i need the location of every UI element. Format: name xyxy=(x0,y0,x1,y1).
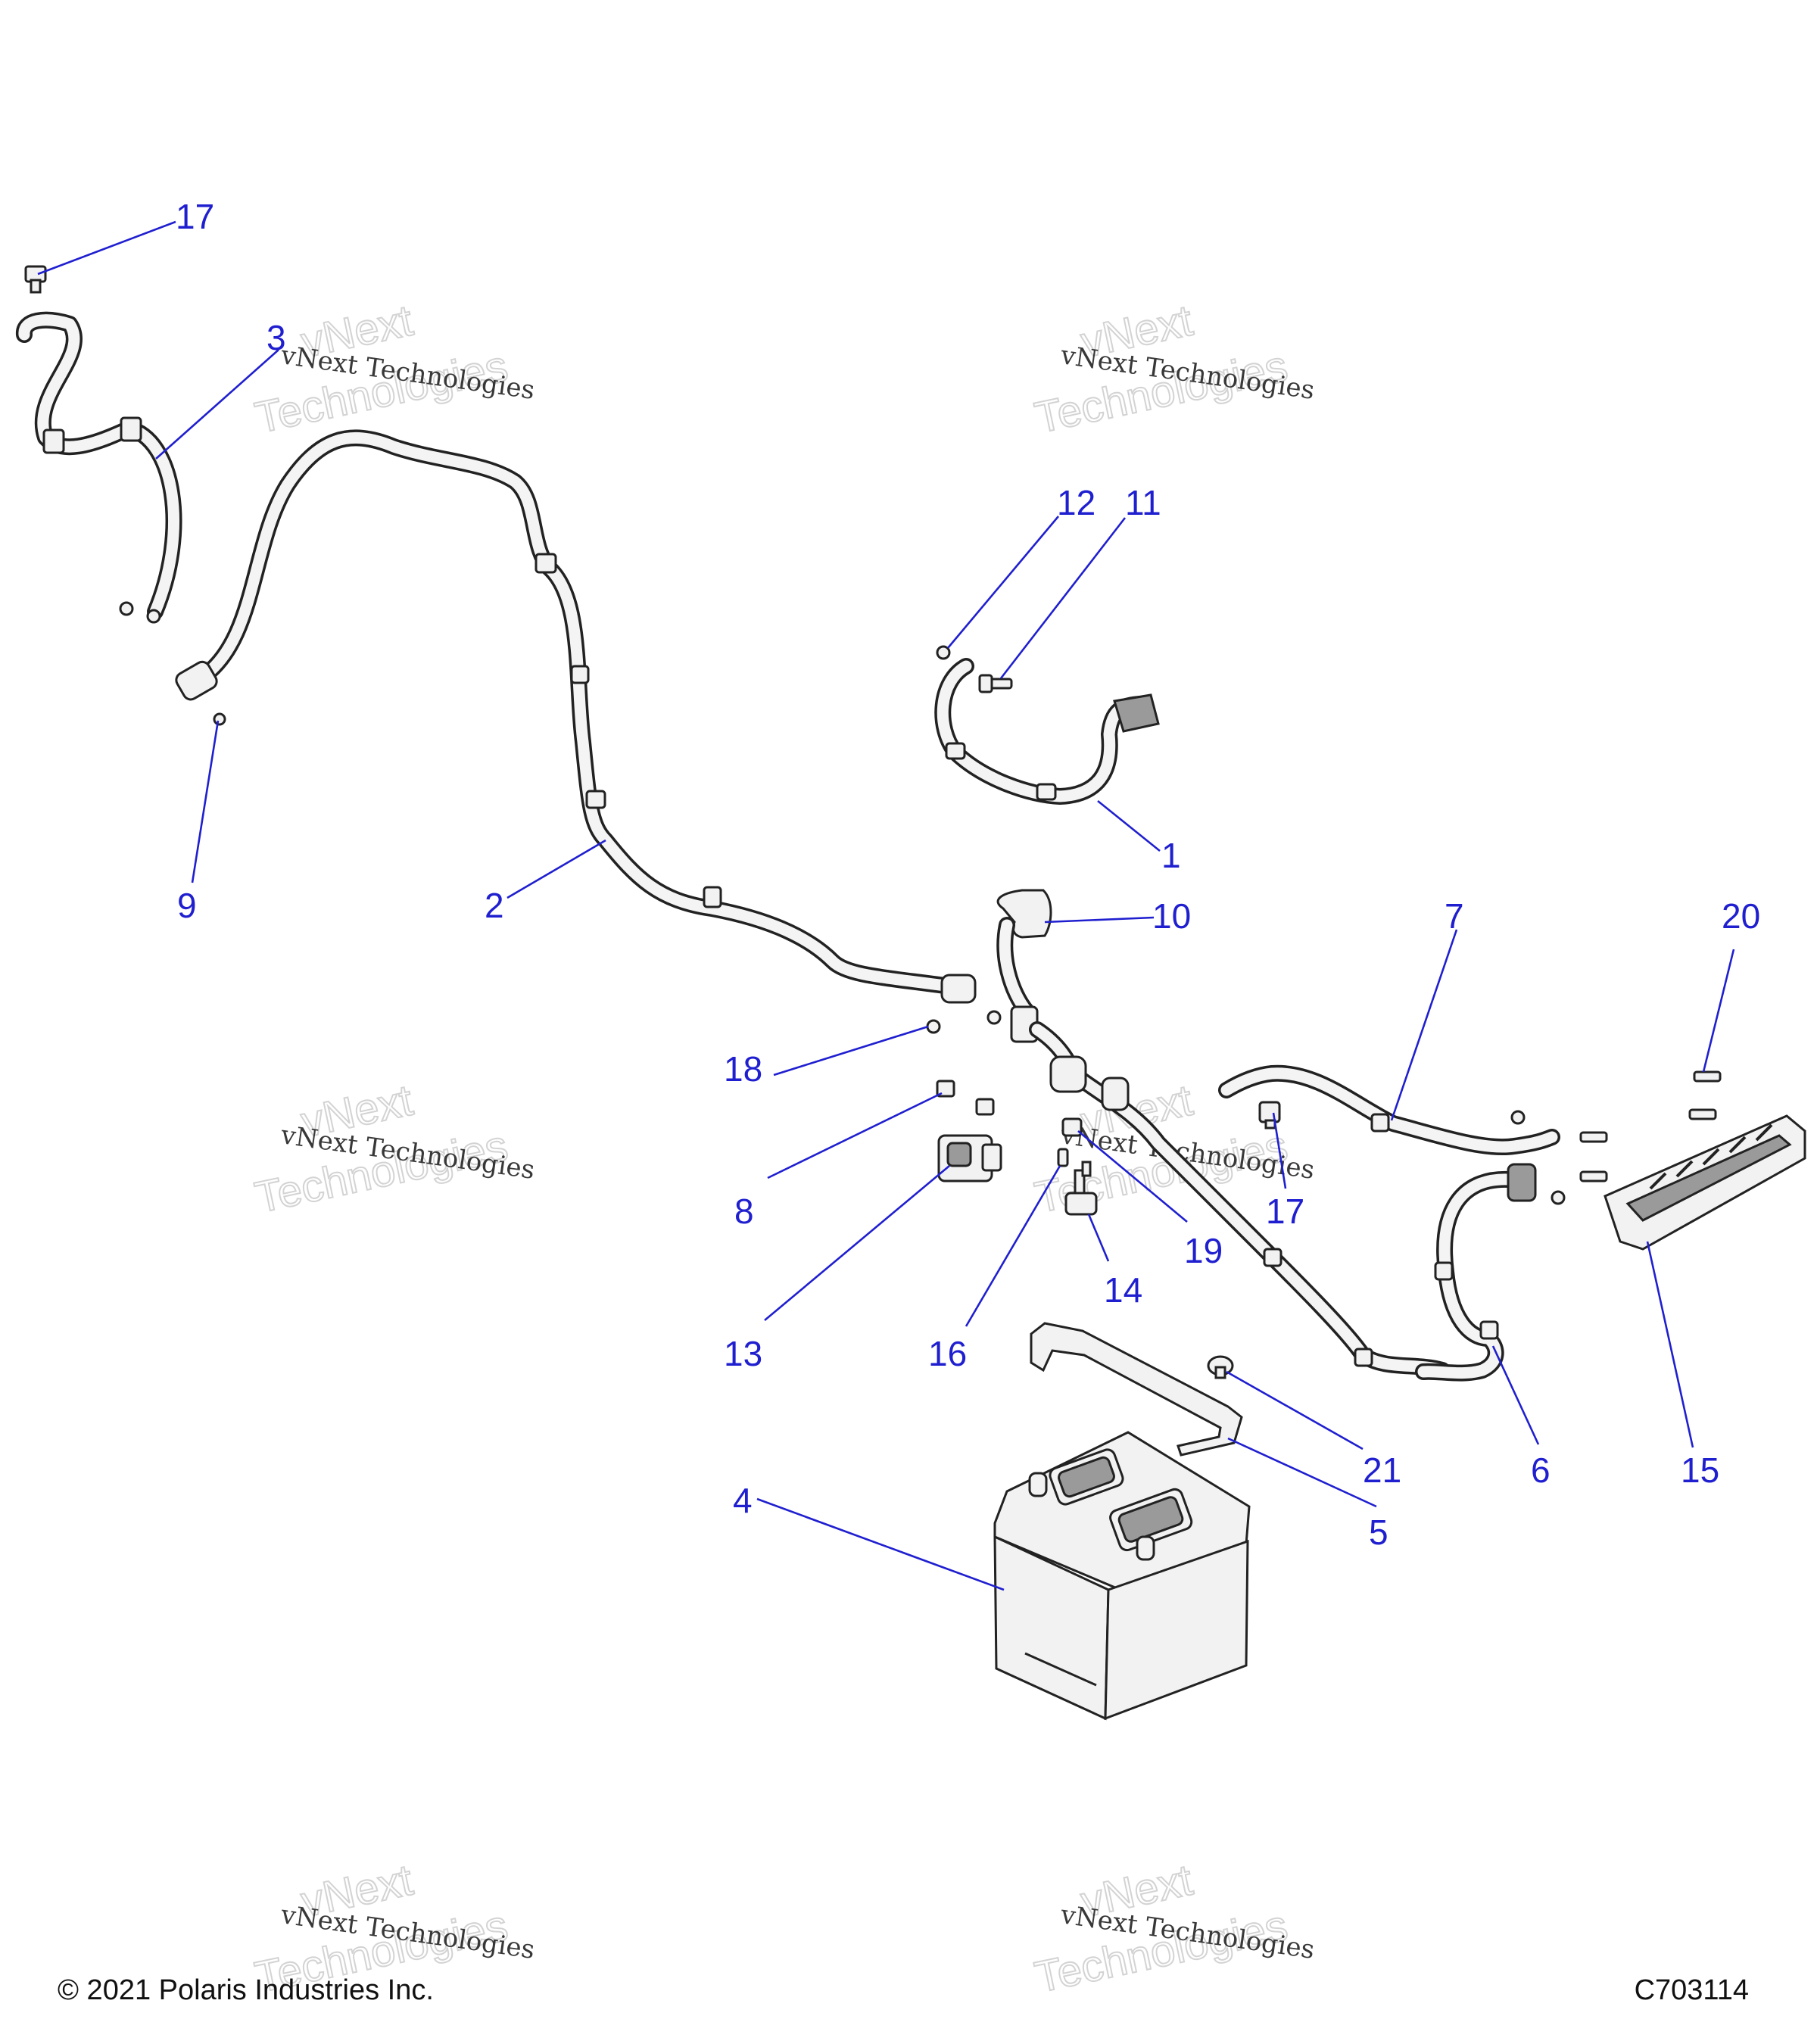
callout-2: 2 xyxy=(485,886,504,925)
callout-7: 7 xyxy=(1445,896,1464,936)
callout-4: 4 xyxy=(733,1481,753,1520)
bolt-17-top xyxy=(24,265,47,294)
leader-9 xyxy=(191,720,220,883)
callout-11: 11 xyxy=(1125,483,1161,522)
part-3-cable xyxy=(16,311,182,624)
bolt-20 xyxy=(1579,1070,1722,1182)
part-1-cable xyxy=(934,658,1160,805)
callout-17-right: 17 xyxy=(1266,1192,1304,1231)
callout-12: 12 xyxy=(1057,483,1095,522)
callout-15: 15 xyxy=(1681,1450,1719,1490)
part-14-bracket xyxy=(1064,1161,1098,1216)
leader-17-top xyxy=(37,220,176,276)
callout-8: 8 xyxy=(734,1192,754,1231)
leader-14 xyxy=(1087,1214,1110,1262)
callout-1: 1 xyxy=(1161,836,1181,875)
callout-3: 3 xyxy=(266,318,286,357)
nut-19 xyxy=(1061,1117,1083,1137)
drawing-number: C703114 xyxy=(1634,1974,1749,2006)
leader-21 xyxy=(1226,1370,1364,1450)
callout-21: 21 xyxy=(1363,1450,1401,1490)
nut-12 xyxy=(936,645,951,660)
callout-19: 19 xyxy=(1184,1231,1223,1270)
part-6-cable xyxy=(1415,1163,1537,1382)
callout-20: 20 xyxy=(1722,896,1760,936)
leader-6 xyxy=(1491,1345,1540,1445)
leader-15 xyxy=(1646,1241,1694,1448)
callout-18: 18 xyxy=(724,1049,762,1089)
part-13-relay xyxy=(937,1134,1002,1182)
leader-7 xyxy=(1390,929,1458,1121)
callout-17-top: 17 xyxy=(176,197,214,236)
callout-6: 6 xyxy=(1531,1450,1551,1490)
nut xyxy=(986,1010,1002,1025)
leader-16 xyxy=(965,1165,1061,1327)
part-10-boot xyxy=(996,889,1052,1043)
callout-14: 14 xyxy=(1104,1270,1142,1310)
leader-17-right xyxy=(1272,1112,1287,1189)
callout-16: 16 xyxy=(928,1334,967,1373)
nut xyxy=(1510,1110,1526,1125)
part-2-cable xyxy=(175,429,977,1004)
part-connector-cable xyxy=(1029,1021,1451,1379)
leader-13 xyxy=(764,1165,950,1321)
callout-9: 9 xyxy=(177,886,197,925)
part-5-bracket xyxy=(1030,1322,1243,1457)
bolt-21 xyxy=(1207,1355,1234,1379)
leader-lines xyxy=(37,220,1735,1591)
leader-3 xyxy=(155,349,279,460)
bolt-16 xyxy=(1057,1148,1069,1167)
leader-8 xyxy=(767,1092,943,1179)
leader-10 xyxy=(1044,916,1155,924)
nut xyxy=(1551,1190,1566,1205)
part-15-fuse-box xyxy=(1604,1114,1806,1251)
leader-4 xyxy=(756,1497,1005,1591)
bolt-8 xyxy=(936,1080,995,1116)
callout-labels: 17 3 9 2 12 11 1 10 7 20 18 8 19 17 14 1… xyxy=(176,197,1760,1552)
callout-5: 5 xyxy=(1369,1513,1388,1552)
leader-20 xyxy=(1702,949,1735,1073)
callout-10: 10 xyxy=(1152,896,1191,936)
leader-2 xyxy=(506,839,606,899)
nut-18 xyxy=(926,1019,941,1034)
copyright-text: © 2021 Polaris Industries Inc. xyxy=(58,1974,434,2006)
nut-9 xyxy=(213,712,226,726)
leader-5 xyxy=(1227,1437,1377,1508)
leader-1 xyxy=(1097,799,1161,852)
part-4-battery xyxy=(993,1431,1251,1721)
leader-18 xyxy=(773,1025,929,1077)
callout-13: 13 xyxy=(724,1334,762,1373)
leader-11 xyxy=(999,517,1127,679)
part-7-cable xyxy=(1218,1064,1560,1156)
leader-12 xyxy=(947,516,1059,649)
bolt-11 xyxy=(978,674,1013,693)
nut xyxy=(119,601,134,616)
leader-19 xyxy=(1077,1130,1188,1223)
